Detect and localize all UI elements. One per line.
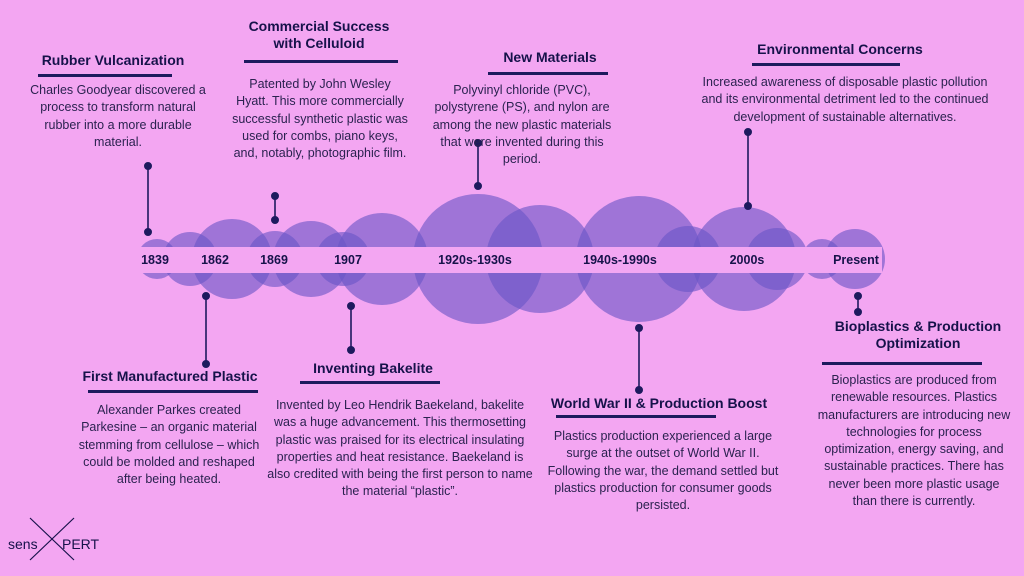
event-rule xyxy=(300,381,440,384)
year-1907: 1907 xyxy=(334,253,362,267)
connector-dot xyxy=(202,291,211,300)
year-1940s-1990s: 1940s-1990s xyxy=(583,253,657,267)
event-text-commercial-success: Patented by John Wesley Hyatt. This more… xyxy=(232,77,408,160)
year-present: Present xyxy=(833,253,879,267)
connector-dot xyxy=(853,307,862,316)
event-text-bioplastics: Bioplastics are produced from renewable … xyxy=(817,373,1011,508)
logo-x-mark xyxy=(29,517,75,561)
event-title-bioplastics: Bioplastics & Production Optimization xyxy=(834,318,1002,351)
logo-text-right: PERT xyxy=(62,536,100,552)
event-title-new-materials: New Materials xyxy=(503,49,597,65)
event-text-rubber-vulcanization: Charles Goodyear discovered a process to… xyxy=(30,83,206,149)
connector-dot xyxy=(853,291,862,300)
year-1862: 1862 xyxy=(201,253,229,267)
connector-dot xyxy=(743,128,752,137)
connector-dot xyxy=(202,359,211,368)
logo-text-left: sens xyxy=(8,536,38,552)
event-title-inventing-bakelite: Inventing Bakelite xyxy=(313,360,433,376)
event-rule xyxy=(488,72,608,75)
event-rule xyxy=(244,60,398,63)
connector-dot xyxy=(743,202,752,211)
connector-dot xyxy=(270,216,279,225)
event-rule xyxy=(556,415,716,418)
year-1839: 1839 xyxy=(141,253,169,267)
year-1920s-1930s: 1920s-1930s xyxy=(438,253,512,267)
event-title-environmental-concerns: Environmental Concerns xyxy=(757,41,923,57)
connector-dot xyxy=(144,228,153,237)
event-rule xyxy=(38,74,172,77)
event-title-world-war-ii: World War II & Production Boost xyxy=(550,395,768,411)
year-2000s: 2000s xyxy=(729,253,765,267)
connector-dot xyxy=(473,139,482,148)
event-text-inventing-bakelite: Invented by Leo Hendrik Baekeland, bakel… xyxy=(267,398,533,499)
connector-dot xyxy=(144,162,153,171)
connector-dot xyxy=(346,301,355,310)
timeline-band xyxy=(137,247,882,273)
connector-dot xyxy=(634,385,643,394)
event-text-new-materials: Polyvinyl chloride (PVC), polystyrene (P… xyxy=(432,83,612,166)
event-text-environmental-concerns: Increased awareness of disposable plasti… xyxy=(701,75,989,124)
connector-dot xyxy=(270,192,279,201)
event-text-first-manufactured-plastic: Alexander Parkes created Parkesine – an … xyxy=(78,403,260,486)
event-title-first-manufactured-plastic: First Manufactured Plastic xyxy=(82,368,258,384)
connector-dot xyxy=(346,345,355,354)
event-title-commercial-success: Commercial Success with Celluloid xyxy=(248,18,390,51)
event-title-rubber-vulcanization: Rubber Vulcanization xyxy=(41,52,185,68)
event-text-world-war-ii: Plastics production experienced a large … xyxy=(547,429,779,512)
event-rule xyxy=(752,63,900,66)
connector-dot xyxy=(473,182,482,191)
event-rule xyxy=(88,390,258,393)
connector-dot xyxy=(634,323,643,332)
event-rule xyxy=(822,362,982,365)
year-1869: 1869 xyxy=(260,253,288,267)
